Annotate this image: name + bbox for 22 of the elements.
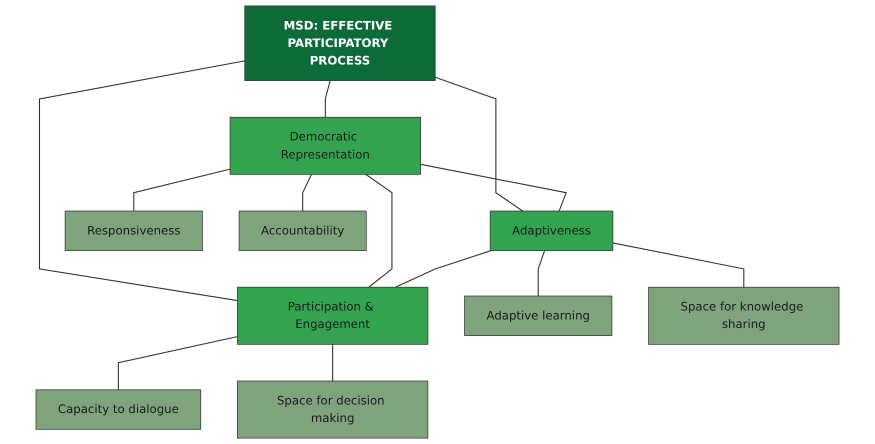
connector	[612, 242, 744, 288]
node-box: Adaptiveness	[490, 210, 614, 251]
node-box: Capacity to dialogue	[36, 389, 202, 430]
connector	[302, 174, 312, 211]
connector	[118, 336, 238, 390]
node-box: Space for decision making	[237, 380, 428, 438]
connector	[420, 164, 567, 212]
node-box: Participation & Engagement	[237, 286, 428, 345]
connector	[332, 344, 334, 381]
node-box: MSD: EFFECTIVE PARTICIPATORY PROCESS	[244, 6, 436, 81]
node-box: Democratic Representation	[230, 116, 421, 175]
connector	[133, 168, 230, 211]
connector	[395, 250, 492, 288]
node-box: Adaptive learning	[464, 296, 612, 336]
connector	[324, 80, 331, 118]
connector	[366, 174, 392, 288]
node-box: Responsiveness	[64, 210, 203, 251]
connector	[435, 76, 523, 212]
node-box: Accountability	[238, 210, 367, 251]
node-box: Space for knowledge sharing	[648, 286, 840, 345]
connector	[538, 250, 546, 296]
connector	[38, 60, 245, 302]
